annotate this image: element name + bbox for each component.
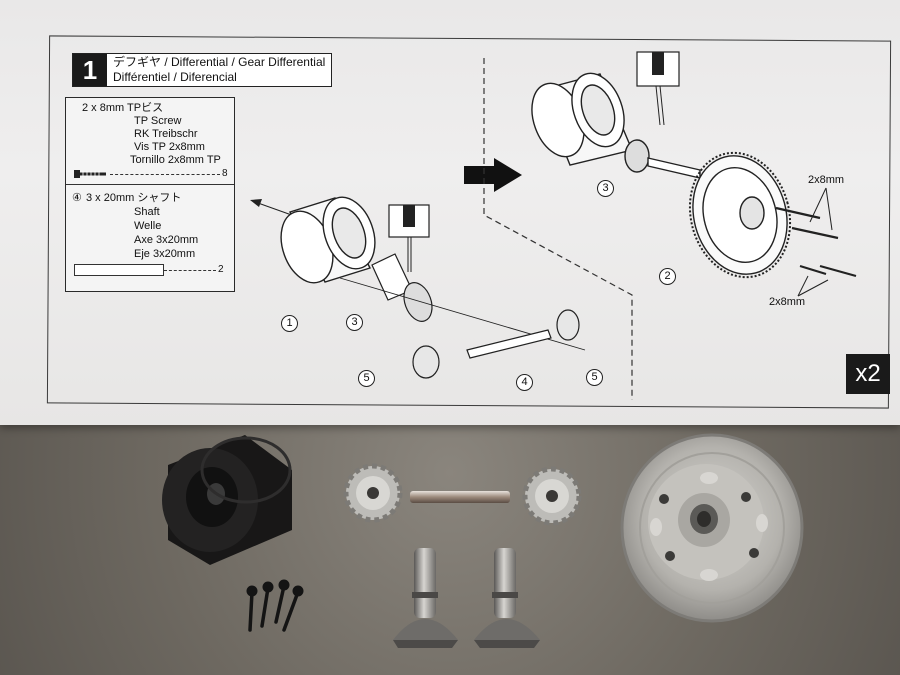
cross-pin-photo xyxy=(410,491,510,503)
exploded-diagram xyxy=(250,51,857,400)
step-title-line2: Différentiel / Diferencial xyxy=(113,70,237,84)
screw-line3: RK Treibschr xyxy=(134,128,198,140)
screw-line2: TP Screw xyxy=(134,115,182,127)
quantity-multiplier: x2 xyxy=(846,354,890,394)
shaft-line1: 3 x 20mm シャフト xyxy=(86,192,182,204)
screw-line1: 2 x 8mm TPビス xyxy=(82,102,164,114)
callout-4: 4 xyxy=(516,374,533,391)
ring-gear-photo xyxy=(620,433,804,623)
screw-label-top: 2x8mm xyxy=(808,174,845,186)
shaft-callout: ④ xyxy=(72,192,82,204)
output-shaft-left-photo xyxy=(393,548,458,648)
parts-divider xyxy=(66,184,234,185)
pinion-gear-left-photo xyxy=(343,463,403,523)
screw-line4: Vis TP 2x8mm xyxy=(134,141,205,153)
parts-box: 2 x 8mm TPビス TP Screw RK Treibschr Vis T… xyxy=(65,97,235,292)
callout-5-left: 5 xyxy=(358,370,375,387)
step-title: デフギヤ / Differential / Gear Differential … xyxy=(107,54,331,86)
screw-qty-leader xyxy=(110,174,220,175)
shaft-line2: Shaft xyxy=(134,206,160,218)
diff-case-photo xyxy=(162,435,292,565)
callout-2: 2 xyxy=(659,268,676,285)
output-shaft-right-photo xyxy=(474,548,540,648)
shaft-qty: 2 xyxy=(218,264,224,275)
shaft-line5: Eje 3x20mm xyxy=(134,248,196,260)
shaft-icon xyxy=(74,264,164,276)
screw-icon xyxy=(74,170,106,178)
step-title-line1: デフギヤ / Differential / Gear Differential xyxy=(113,55,326,69)
shaft-line4: Axe 3x20mm xyxy=(134,234,199,246)
instruction-sheet: 1 デフギヤ / Differential / Gear Differentia… xyxy=(0,0,900,425)
callout-1: 1 xyxy=(281,315,298,332)
step-number: 1 xyxy=(73,54,107,86)
step-header: 1 デフギヤ / Differential / Gear Differentia… xyxy=(72,53,333,87)
screw-qty: 8 xyxy=(222,168,228,179)
screw-line5: Tornillo 2x8mm TP xyxy=(130,154,221,166)
callout-3: 3 xyxy=(346,314,363,331)
shaft-qty-leader xyxy=(164,270,216,271)
callout-3-right: 3 xyxy=(597,180,614,197)
pinion-gear-right-photo xyxy=(522,466,582,526)
shaft-line3: Welle xyxy=(134,220,162,232)
screws-photo xyxy=(246,579,304,632)
screw-label-bottom: 2x8mm xyxy=(769,296,806,308)
callout-5-right: 5 xyxy=(586,369,603,386)
